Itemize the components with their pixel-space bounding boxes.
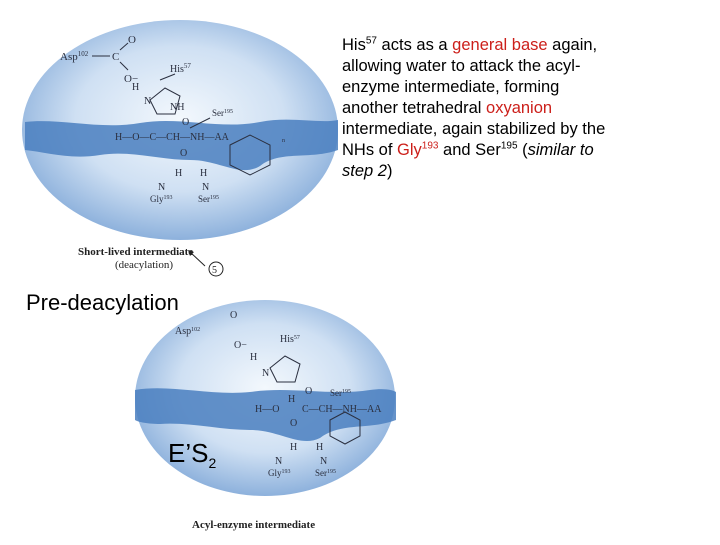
es2-subscript: 2 xyxy=(208,455,217,472)
top-diagram-svg: Asp102 C O O− His57 H N NH Ser195 H—O—C—… xyxy=(22,20,338,277)
ser-o-bottom: O xyxy=(305,386,312,397)
main-chain: H—O—C—CH—NH—AA xyxy=(115,132,230,143)
gly-label-bottom: Gly193 xyxy=(268,468,291,478)
gly-superscript: 193 xyxy=(421,140,439,152)
his-text: His xyxy=(342,36,366,54)
acyl-chain: C—CH—NH—AA xyxy=(302,404,382,415)
gly-n: N xyxy=(158,182,165,193)
imidazole-ring xyxy=(149,87,181,115)
gly-h-bottom: H xyxy=(290,442,297,453)
step-number: 5 xyxy=(212,265,217,276)
asp-o-minus: O− xyxy=(124,73,138,85)
asp-co-bond xyxy=(119,42,129,51)
asp-label: Asp102 xyxy=(60,50,89,63)
bottom-diagram-svg: Asp102 O O− His57 H N H O Ser195 H—O C—C… xyxy=(135,300,396,531)
gly-label: Gly193 xyxy=(150,194,173,204)
top-caption: Short-lived intermediate xyxy=(78,246,193,258)
benzene-ring xyxy=(229,134,271,176)
asp-oxygen: O xyxy=(128,34,136,46)
step-arrowhead xyxy=(188,250,194,256)
ser-h-bottom: H xyxy=(316,442,323,453)
main-chain-sub: n xyxy=(282,138,285,144)
gly-n-bottom: N xyxy=(275,456,282,467)
text-fragment-2: again, allowing water to attack the acyl… xyxy=(342,36,598,117)
short-lived-intermediate-diagram: Asp102 C O O− His57 H N NH Ser195 H—O—C—… xyxy=(20,10,345,298)
ser-superscript: 195 xyxy=(500,140,518,152)
acyl-o-bottom: O xyxy=(290,418,297,429)
his-n-bottom: N xyxy=(262,368,269,379)
ser-top-label: Ser195 xyxy=(212,108,233,118)
text-fragment-4: and Ser xyxy=(438,141,501,159)
general-base-term: general base xyxy=(452,36,548,54)
active-site-band-bottom xyxy=(135,388,396,442)
active-site-band xyxy=(25,119,338,171)
his-n1: N xyxy=(144,96,151,107)
explanation-text: His57 acts as a general base again, allo… xyxy=(342,35,607,182)
asp-o-minus-bottom: O− xyxy=(234,340,247,351)
similar-to-step-2: similar to step 2 xyxy=(342,141,594,180)
oxyanion-term: oxyanion xyxy=(486,99,553,117)
ser-h: H xyxy=(200,168,207,179)
bottom-caption: Acyl-enzyme intermediate xyxy=(192,519,315,531)
benzene-ring-bottom xyxy=(329,411,361,445)
ser-n-bottom: N xyxy=(320,456,327,467)
step-arrow xyxy=(189,251,206,267)
ser-n: N xyxy=(202,182,209,193)
ser-label-bottom: Ser195 xyxy=(330,388,351,398)
text-fragment-3: intermediate, again stabilized by the NH… xyxy=(342,120,606,159)
acyl-enzyme-intermediate-diagram: Asp102 O O− His57 H N H O Ser195 H—O C—C… xyxy=(130,298,400,540)
imidazole-ring-bottom xyxy=(269,355,301,383)
es2-main: E’S xyxy=(168,438,209,468)
text-fragment-6: ) xyxy=(386,162,393,180)
asp-ominus-bond xyxy=(119,61,129,71)
es2-label: E’S2 xyxy=(168,438,217,472)
his-nh: NH xyxy=(170,102,184,113)
water-h: H xyxy=(288,394,295,405)
ser-bottom-label-bottom: Ser195 xyxy=(315,468,336,478)
ser-bond xyxy=(189,117,211,129)
asp-oxygen-bottom: O xyxy=(230,310,237,321)
chain-o-top: O xyxy=(182,117,189,128)
his-h-bottom: H xyxy=(250,352,257,363)
his-superscript: 57 xyxy=(365,35,377,47)
step-number-circle xyxy=(208,261,224,277)
asp-carbon: C xyxy=(112,51,119,63)
pre-deacylation-label: Pre-deacylation xyxy=(26,290,179,315)
his-h: H xyxy=(132,82,139,93)
water-chain: H—O xyxy=(255,404,279,415)
his-label: His57 xyxy=(170,62,191,75)
gly-term: Gly xyxy=(397,141,422,159)
ser-bottom-label: Ser195 xyxy=(198,194,219,204)
his-ch2 xyxy=(159,73,176,81)
chain-o-bottom: O xyxy=(180,148,187,159)
gly-h: H xyxy=(175,168,182,179)
top-subcaption: (deacylation) xyxy=(115,259,173,271)
text-fragment-5: ( xyxy=(517,141,528,159)
his-label-bottom: His57 xyxy=(280,334,300,345)
asp-label-bottom: Asp102 xyxy=(175,326,200,337)
text-fragment-1: acts as a xyxy=(376,36,453,54)
